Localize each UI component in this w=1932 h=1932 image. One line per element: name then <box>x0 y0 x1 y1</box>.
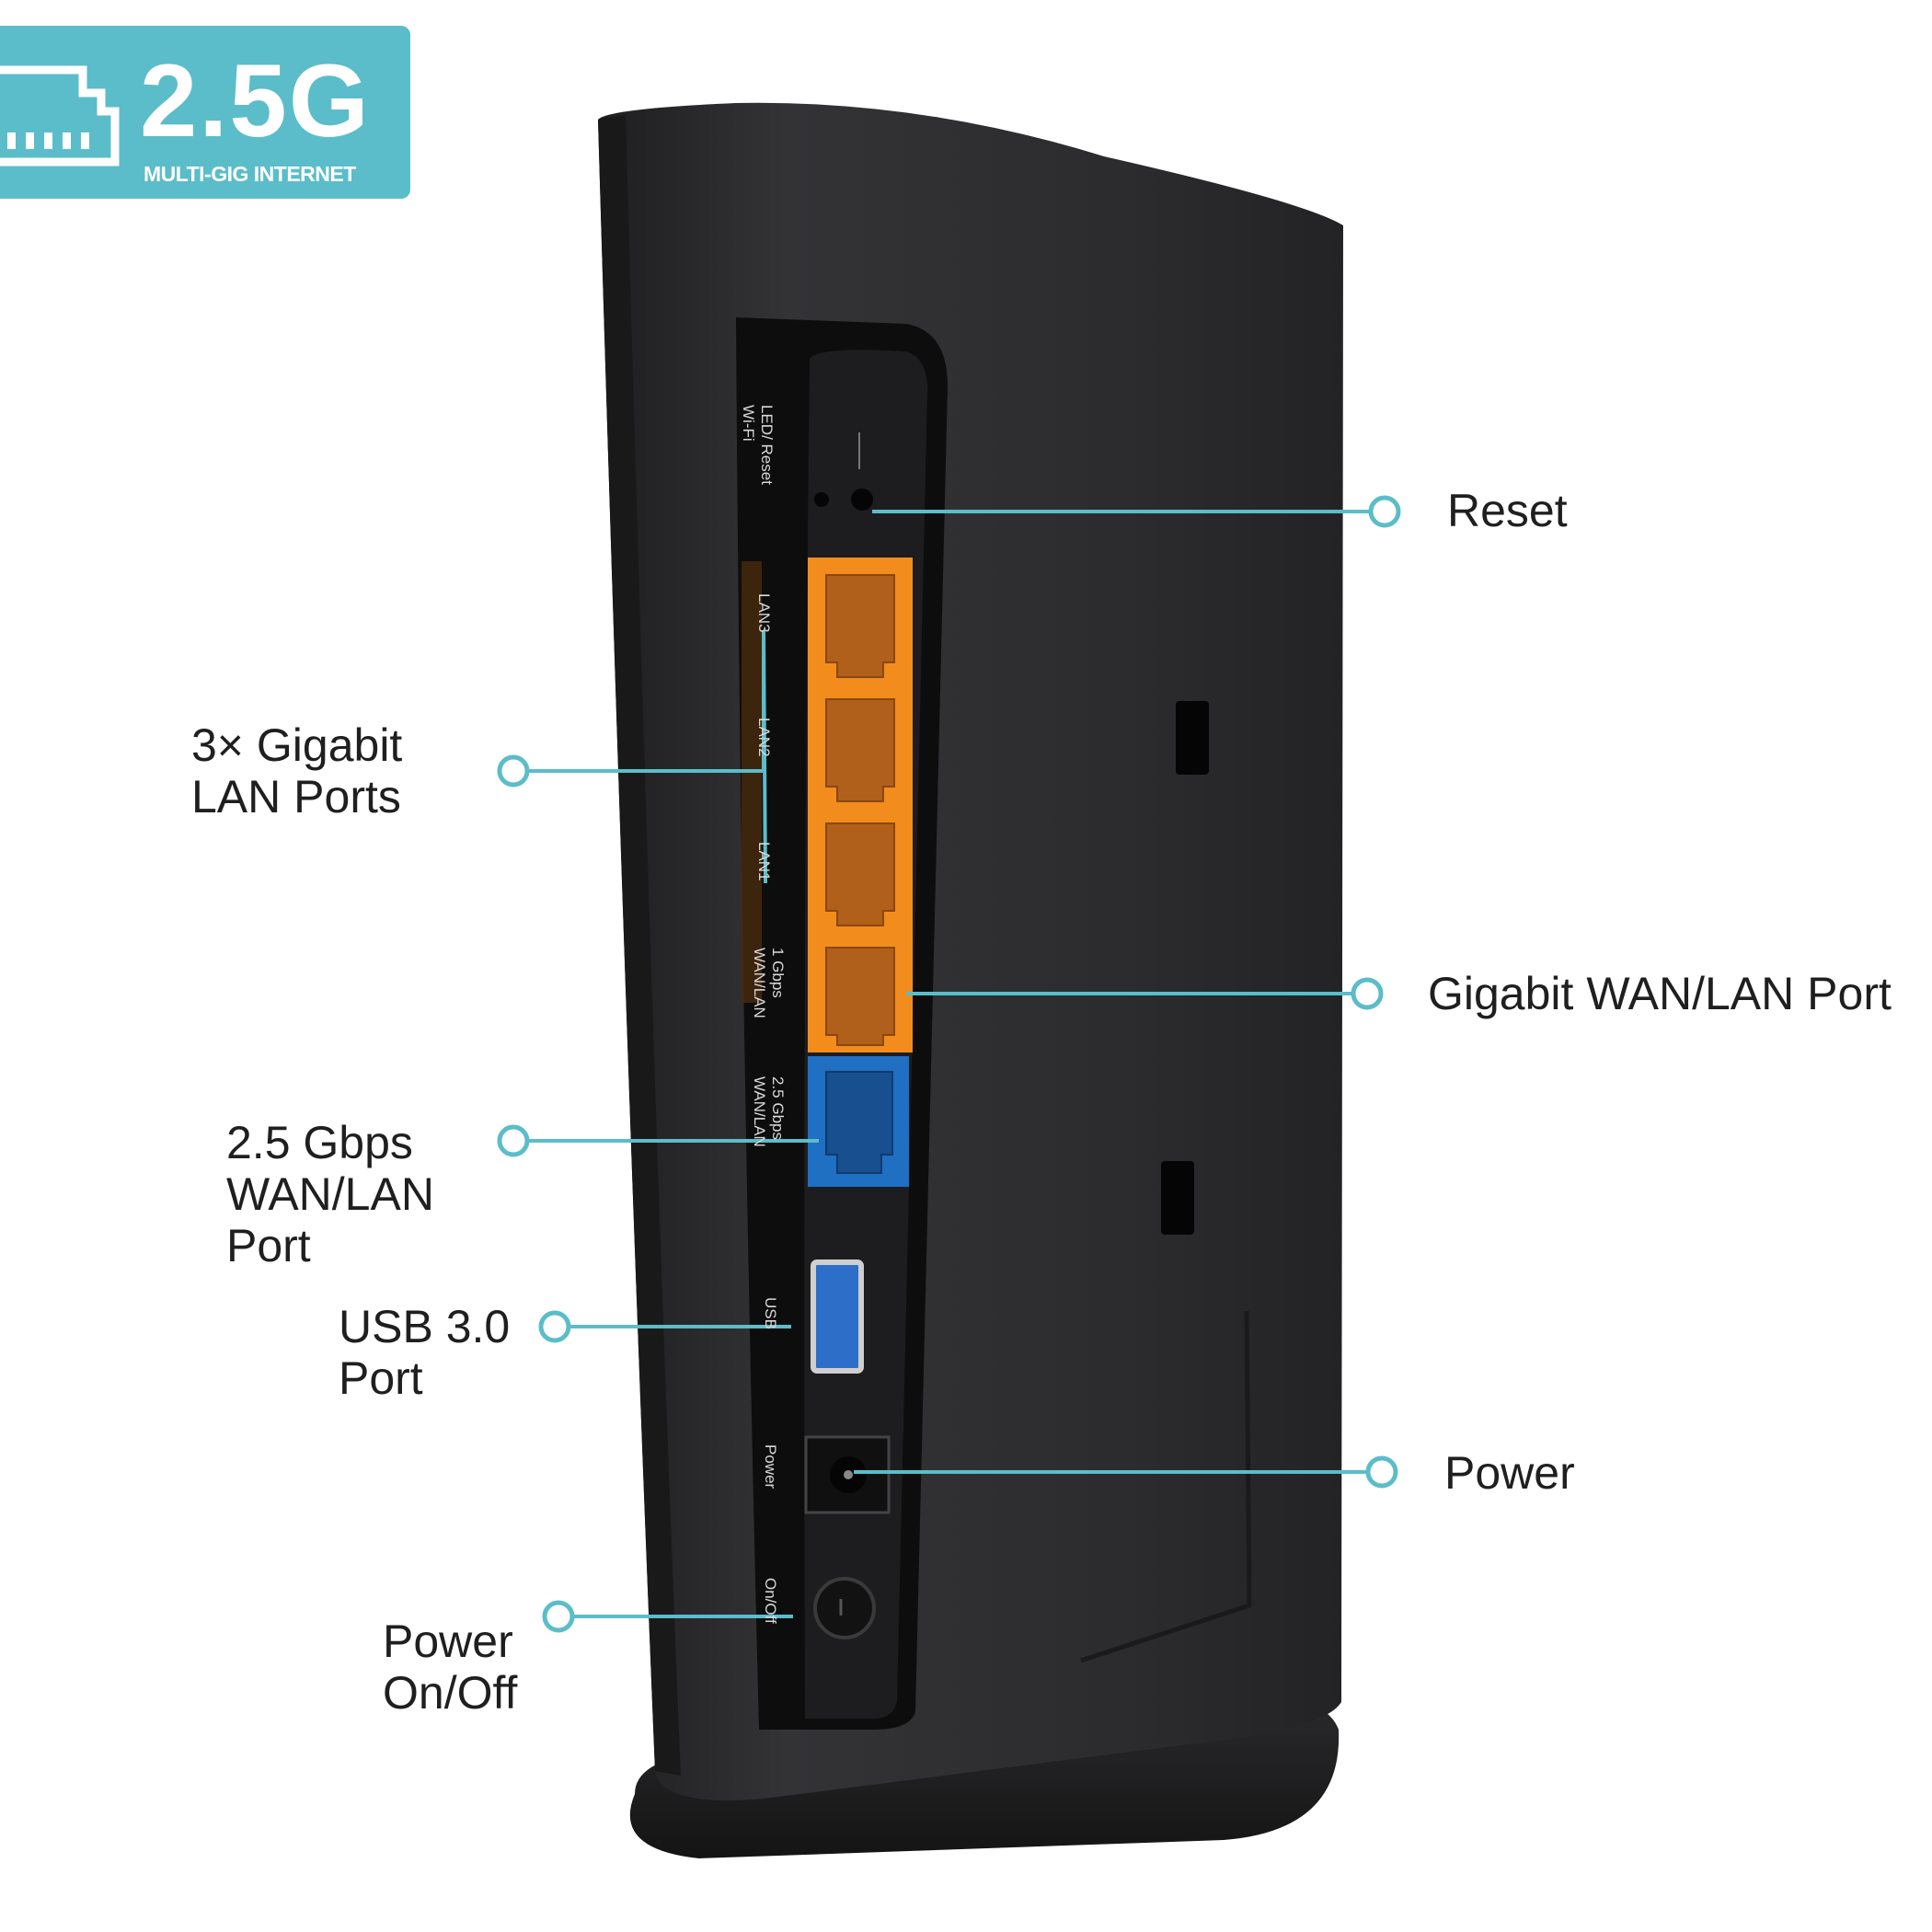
callout-markers <box>497 495 1401 1633</box>
ethernet-icon <box>0 65 120 167</box>
callout-gigabit-wan: Gigabit WAN/LAN Port <box>1428 968 1892 1019</box>
callout-onoff-line2: On/Off <box>383 1667 518 1719</box>
multi-gig-badge: 2.5G MULTI-GIG INTERNET <box>0 26 410 199</box>
callout-lan-line2: LAN Ports <box>191 771 401 822</box>
callout-multi-gig-port: 2.5 Gbps WAN/LAN Port <box>226 1117 434 1271</box>
callout-lines <box>529 510 1369 1618</box>
callout-onoff-line1: Power <box>383 1616 513 1667</box>
callout-multi-line3: Port <box>226 1220 311 1271</box>
wall-mount-slot <box>1161 1161 1194 1235</box>
panel-label-led-reset: LED/ Reset <box>758 405 776 485</box>
callout-reset: Reset <box>1447 485 1568 536</box>
label-panel-outline <box>1080 1310 1252 1663</box>
panel-label-multi-wan-sub: WAN/LAN <box>751 1076 768 1147</box>
panel-label-gig-wan: 1 Gbps <box>769 948 787 998</box>
callout-usb-line2: Port <box>339 1352 423 1404</box>
panel-label-multi-wan: 2.5 Gbps <box>769 1076 787 1140</box>
panel-label-gig-wan-sub: WAN/LAN <box>751 948 768 1018</box>
callout-multi-line1: 2.5 Gbps <box>226 1117 413 1168</box>
usb-port <box>811 1259 864 1374</box>
callout-lan-line1: 3× Gigabit <box>191 719 403 771</box>
multi-gig-port-icon <box>825 1071 893 1174</box>
router-edge <box>598 115 681 1776</box>
panel-label-power: Power <box>762 1444 779 1489</box>
power-jack-center <box>844 1470 853 1479</box>
router-body <box>598 102 1343 1801</box>
badge-subline: MULTI-GIG INTERNET <box>144 162 356 186</box>
led-button <box>814 492 829 507</box>
callout-usb-line1: USB 3.0 <box>339 1301 511 1352</box>
panel-label-led-reset-sub: Wi-Fi <box>740 405 757 442</box>
callout-usb-port: USB 3.0 Port <box>339 1301 510 1404</box>
onoff-button <box>813 1577 876 1639</box>
callout-lan-ports: 3× Gigabit LAN Ports <box>191 719 402 822</box>
badge-headline: 2.5G <box>140 43 371 158</box>
ethernet-port-icons <box>825 574 895 1046</box>
panel-label-lan3: LAN3 <box>755 593 773 633</box>
port-glow <box>742 561 762 1003</box>
reset-button <box>851 489 873 511</box>
panel-label-lan1: LAN1 <box>755 842 773 881</box>
callout-multi-line2: WAN/LAN <box>226 1168 434 1220</box>
callout-power: Power <box>1444 1447 1575 1499</box>
panel-label-onoff: On/Off <box>762 1578 779 1624</box>
wall-mount-slot <box>1176 701 1209 775</box>
panel-label-lan2: LAN2 <box>755 718 773 757</box>
callout-power-onoff: Power On/Off <box>383 1616 517 1719</box>
panel-label-usb: USB <box>762 1297 779 1329</box>
